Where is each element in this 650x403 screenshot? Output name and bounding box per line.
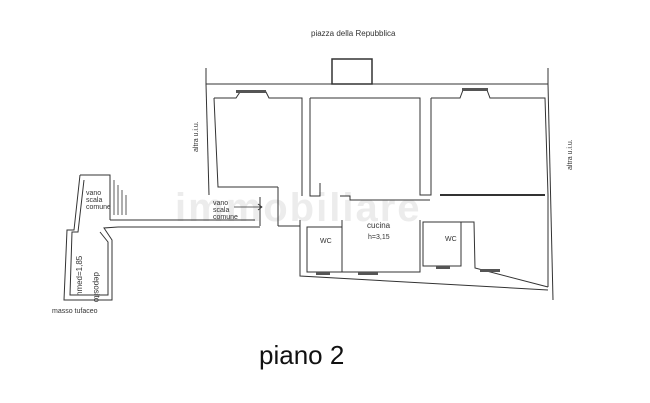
stair-label-left-1: vano <box>86 190 102 197</box>
stair-label-center-1: vano <box>213 200 229 207</box>
stair-label-left-3: comune <box>86 204 111 211</box>
storage-height-label: hmed=1,85 <box>75 255 84 296</box>
wc-right-label: WC <box>445 236 457 243</box>
storage-label: deposito <box>92 272 101 303</box>
side-label-right: altra u.i.u. <box>567 139 574 170</box>
wc-left-label: WC <box>320 238 332 245</box>
stair-label-left-2: scala <box>86 197 103 204</box>
street-label-top: piazza della Repubblica <box>311 29 396 38</box>
kitchen-height-label: h=3,15 <box>368 234 390 241</box>
kitchen-label: cucina <box>367 221 391 230</box>
rock-label: masso tufaceo <box>52 308 98 315</box>
watermark: immobiliare <box>175 186 422 230</box>
stair-label-center-3: comune <box>213 214 238 221</box>
side-label-left: altra u.i.u. <box>193 121 200 152</box>
stair-label-center-2: scala <box>213 207 230 214</box>
balcony <box>331 58 373 85</box>
floor-title: piano 2 <box>259 340 345 370</box>
